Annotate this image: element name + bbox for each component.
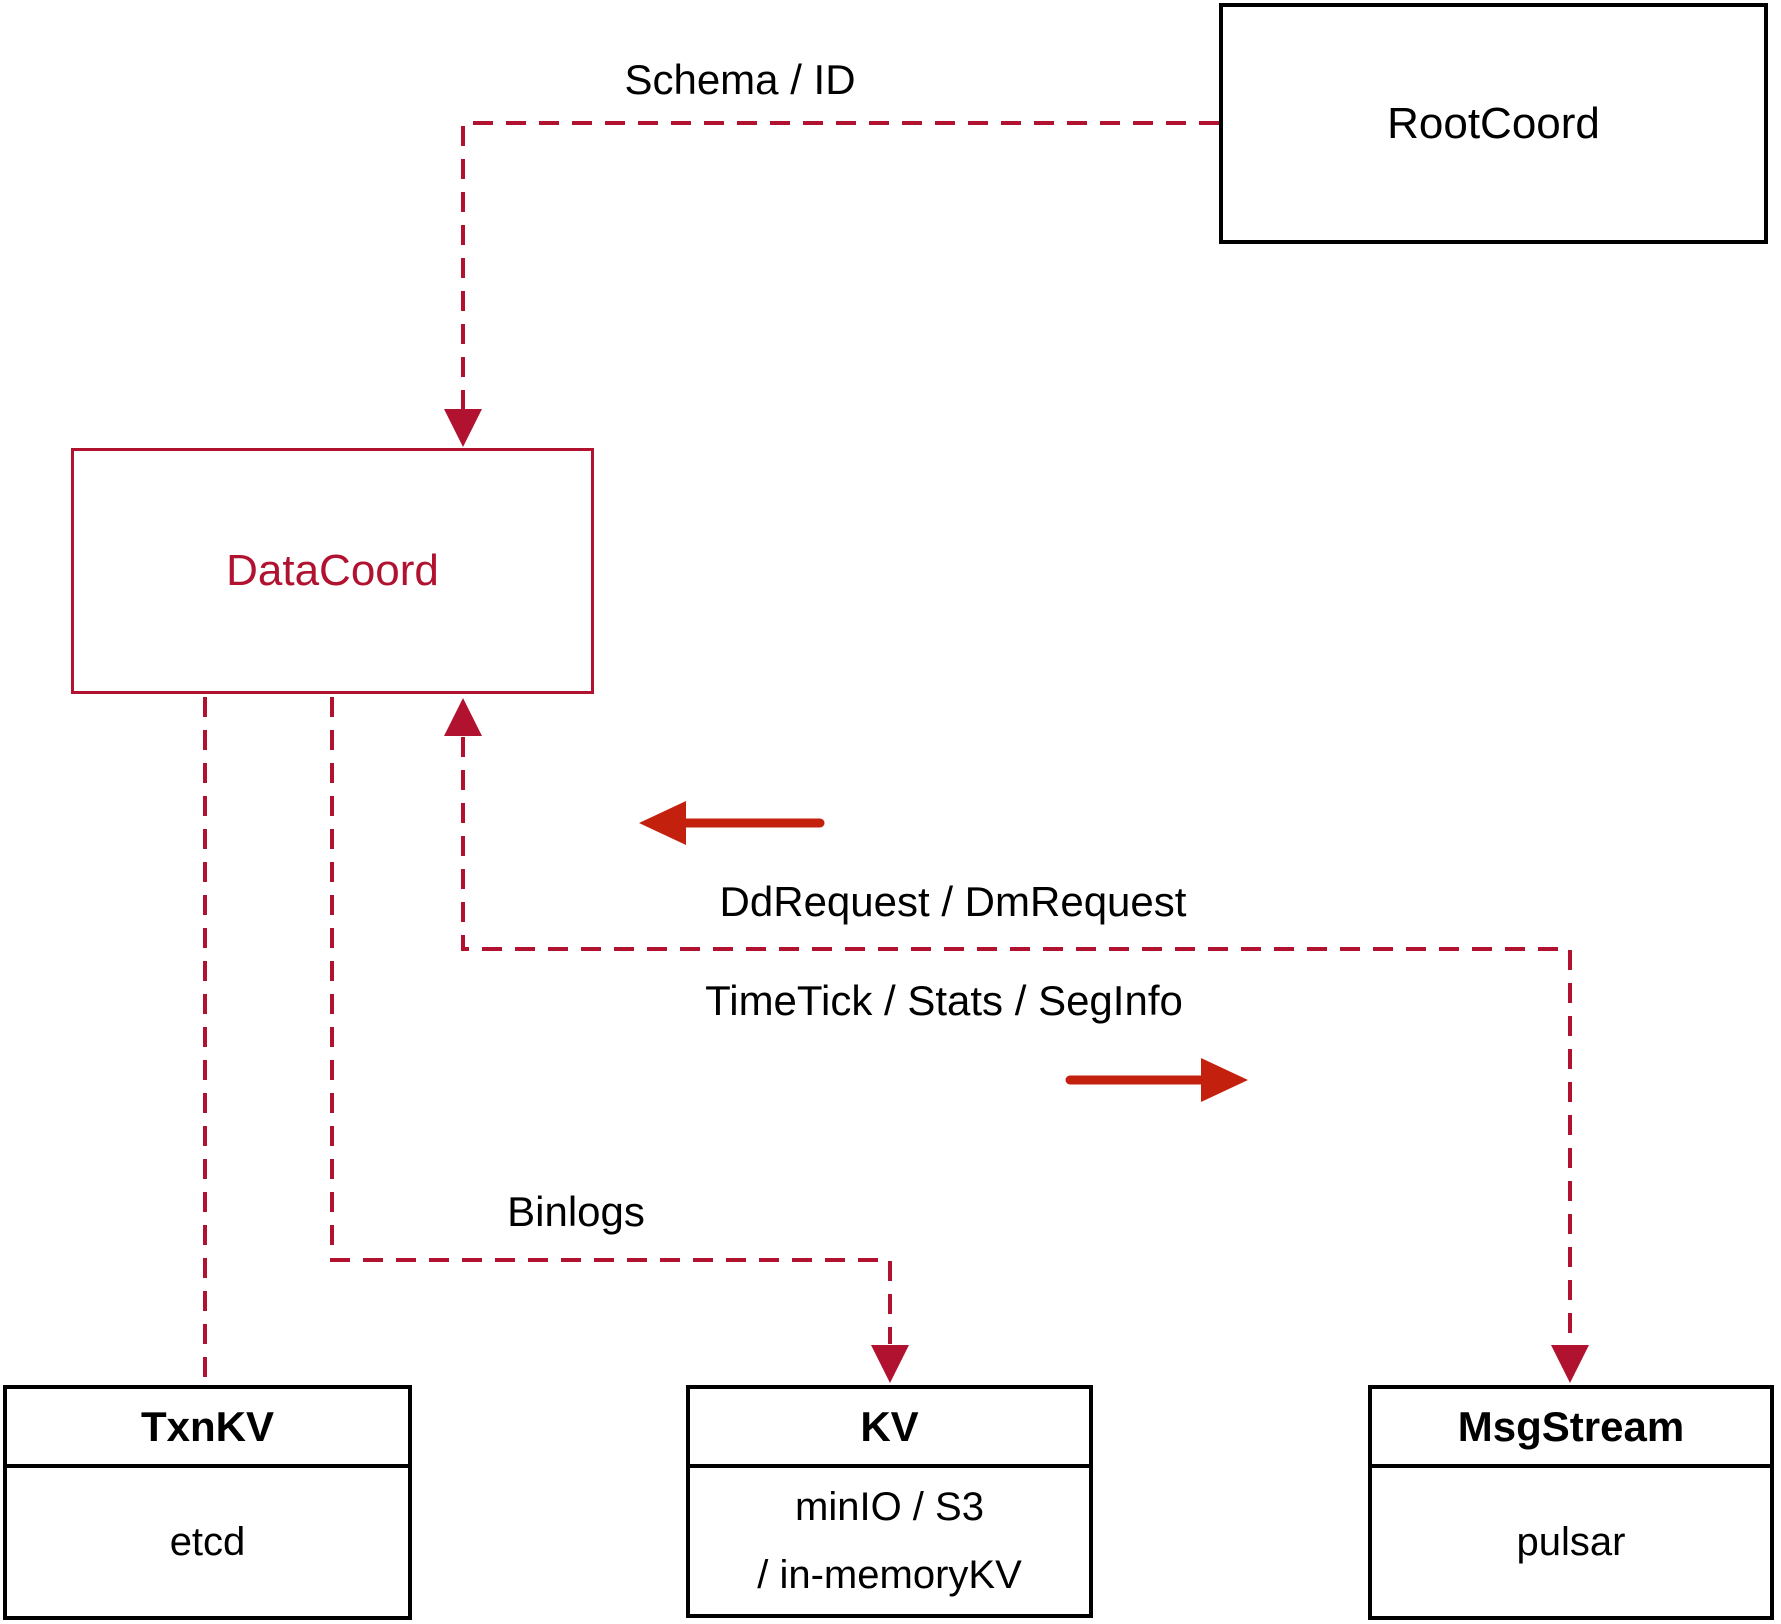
node-txnkv: TxnKV etcd — [3, 1385, 412, 1620]
edge-label-ddrequest: DdRequest / DmRequest — [719, 878, 1187, 925]
edge-label-binlogs: Binlogs — [507, 1188, 645, 1235]
arrowhead-down-datacoord-top-icon — [444, 409, 482, 447]
node-kv: KV minIO / S3 / in-memoryKV — [686, 1385, 1093, 1618]
node-kv-body: minIO / S3 / in-memoryKV — [690, 1468, 1089, 1614]
edge-label-timetick: TimeTick / Stats / SegInfo — [705, 977, 1183, 1024]
node-kv-title: KV — [690, 1389, 1089, 1468]
arrow-left-icon — [639, 801, 825, 845]
arrowhead-down-kv-icon — [871, 1345, 909, 1383]
node-msgstream: MsgStream pulsar — [1368, 1385, 1774, 1620]
arrowhead-down-msgstream-icon — [1551, 1345, 1589, 1383]
edge-ddrequest-timetick-line — [461, 737, 1572, 1344]
node-rootcoord: RootCoord — [1219, 3, 1768, 244]
node-msgstream-body: pulsar — [1372, 1468, 1770, 1616]
node-datacoord: DataCoord — [71, 448, 594, 694]
node-txnkv-title: TxnKV — [7, 1389, 408, 1468]
node-kv-body-line1: minIO / S3 — [795, 1485, 984, 1529]
node-kv-body-line2: / in-memoryKV — [757, 1553, 1022, 1597]
arrow-right-icon — [1065, 1058, 1248, 1102]
node-txnkv-body: etcd — [7, 1468, 408, 1616]
edge-schema-id-line — [461, 121, 1219, 409]
node-rootcoord-label: RootCoord — [1387, 98, 1600, 148]
node-msgstream-title: MsgStream — [1372, 1389, 1770, 1468]
node-datacoord-label: DataCoord — [226, 546, 439, 595]
edge-label-schema-id: Schema / ID — [624, 56, 856, 103]
node-txnkv-body-text: etcd — [169, 1520, 246, 1564]
node-msgstream-body-text: pulsar — [1516, 1520, 1626, 1564]
arrowhead-up-datacoord-bottom-icon — [444, 698, 482, 736]
